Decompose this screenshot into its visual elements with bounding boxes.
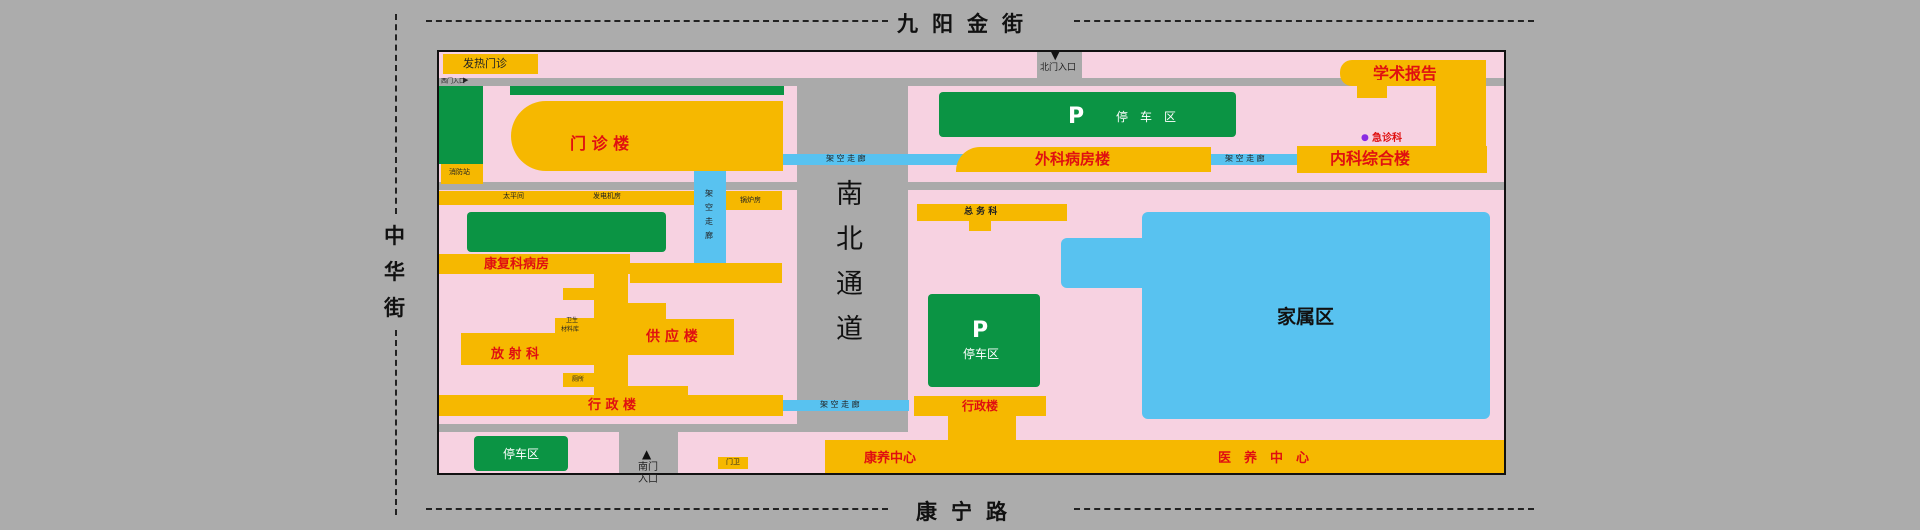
family-area[interactable] <box>1142 212 1490 419</box>
generator-room-label: 发电机房 <box>593 192 621 200</box>
parking-mid[interactable] <box>928 294 1040 387</box>
boiler-room-label: 锅炉房 <box>740 196 761 204</box>
north-gate-label: 北门入口 <box>1040 63 1077 73</box>
west-street-name: 中华街 <box>384 223 405 320</box>
spine-block <box>594 254 628 394</box>
ground-nw <box>439 52 1037 78</box>
kangyang-center-label: 康养中心 <box>864 451 917 466</box>
elderly-center-label: 医 养 中 心 <box>1218 451 1310 466</box>
surgery-ward-label: 外科病房楼 <box>1035 150 1111 168</box>
parking-north-icon: P <box>1068 104 1085 129</box>
skybridge-north-label: 架 空 走 廊 <box>826 154 866 163</box>
parking-nw[interactable] <box>467 212 666 252</box>
radiology[interactable] <box>461 333 594 365</box>
skybridge-north <box>783 154 1001 165</box>
north-gate-arrow: ▼ <box>1051 49 1060 62</box>
supply-building-label: 供 应 楼 <box>646 329 698 345</box>
internal-medicine-label: 内科综合楼 <box>1330 149 1411 168</box>
green-strip-north <box>510 86 784 95</box>
family-area-label: 家属区 <box>1277 306 1335 328</box>
vertical-skybridge <box>694 171 726 264</box>
south-street-line-right <box>1074 508 1534 510</box>
south-gate-label-2: 入口 <box>638 474 658 485</box>
west-entrance-arrow: ▶ <box>463 76 469 84</box>
service-strip <box>439 191 697 205</box>
skybridge-east-label: 架 空 走 廊 <box>1225 154 1265 163</box>
emergency-label: 急诊科 <box>1372 133 1402 144</box>
parking-mid-icon: P <box>972 318 989 343</box>
south-gate-label-1: 南门 <box>638 462 658 473</box>
skybridge-south <box>783 400 909 411</box>
rehab-ward-bar[interactable] <box>439 254 630 274</box>
admin-west[interactable] <box>439 395 783 416</box>
north-street-line-right <box>1074 20 1534 22</box>
toilet[interactable] <box>563 373 594 387</box>
outpatient-building[interactable] <box>511 101 783 171</box>
guard-label: 门卫 <box>726 458 740 466</box>
kangyang-center[interactable] <box>825 440 1504 473</box>
south-street-name: 康宁路 <box>916 499 1021 524</box>
fire-station-label: 消防站 <box>449 168 470 176</box>
north-street-name: 九阳金街 <box>897 11 1037 36</box>
taiping-room-label: 太平间 <box>503 192 524 200</box>
parking-sw-label: 停车区 <box>503 447 540 461</box>
outpatient-label: 门 诊 楼 <box>570 134 630 153</box>
green-block-west <box>439 86 483 164</box>
radiology-label: 放 射 科 <box>491 347 540 362</box>
general-affairs-tail <box>969 221 991 231</box>
sanitary-storage[interactable] <box>555 318 594 336</box>
admin-east-link <box>948 416 1016 440</box>
fever-clinic[interactable] <box>443 54 538 74</box>
general-affairs-label: 总 务 科 <box>964 207 998 217</box>
admin-west-label: 行 政 楼 <box>588 398 637 413</box>
skybridge-south-label: 架 空 走 廊 <box>820 400 860 409</box>
toilet-label: 厕所 <box>572 376 585 383</box>
family-area-west-wing <box>1061 238 1151 288</box>
south-street-line-left <box>426 508 888 510</box>
lecture-hall-connector <box>1436 60 1486 173</box>
admin-west-top <box>594 386 688 396</box>
supply-building-main[interactable] <box>626 319 734 355</box>
south-gate-arrow: ▲ <box>642 447 652 461</box>
rehab-ward-east <box>630 263 782 283</box>
emergency-icon: ● <box>1361 133 1369 143</box>
lecture-hall-link <box>1357 80 1387 98</box>
vertical-skybridge-label: 架空走廊 <box>705 189 713 240</box>
parking-north[interactable] <box>939 92 1236 137</box>
admin-east[interactable] <box>914 396 1046 416</box>
parking-north-label: 停 车 区 <box>1116 110 1177 124</box>
wing-a <box>563 288 624 300</box>
lecture-hall-label: 学术报告厅 <box>1373 64 1454 83</box>
surgery-ward[interactable] <box>956 147 1211 172</box>
admin-east-label: 行政楼 <box>962 399 999 413</box>
west-street-line-bottom <box>395 330 397 515</box>
skybridge-east <box>1211 154 1297 165</box>
west-entrance-label: 西门入口 <box>441 78 466 85</box>
fever-clinic-label: 发热门诊 <box>463 57 507 70</box>
west-street-line-top <box>395 14 397 214</box>
general-affairs[interactable] <box>917 204 1067 221</box>
sanitary-storage-label-1: 卫生 <box>566 317 579 324</box>
guard-house[interactable] <box>718 457 748 469</box>
boiler-room[interactable] <box>726 191 782 210</box>
fire-station[interactable] <box>441 164 483 184</box>
sanitary-storage-label-2: 材料库 <box>561 326 580 333</box>
central-road-label: 南北通道 <box>836 179 863 345</box>
rehab-ward-label: 康复科病房 <box>484 257 550 272</box>
parking-sw[interactable] <box>474 436 568 471</box>
north-street-line-left <box>426 20 888 22</box>
parking-mid-label: 停车区 <box>963 347 1000 361</box>
supply-building[interactable] <box>626 303 666 319</box>
